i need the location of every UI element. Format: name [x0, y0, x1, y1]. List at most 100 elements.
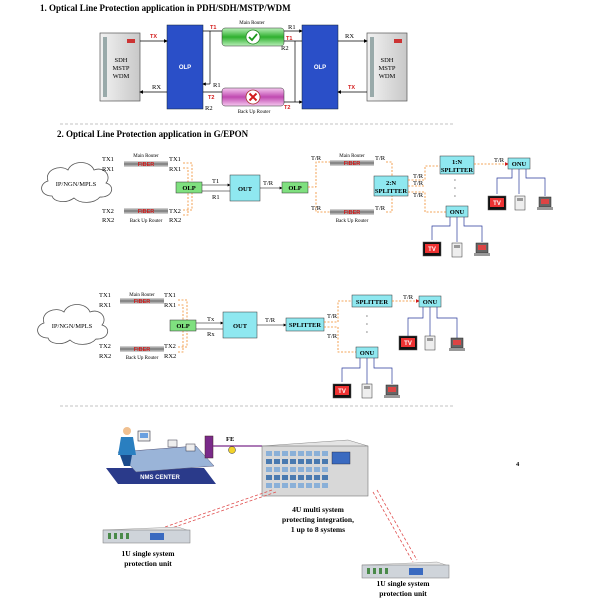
chassis-port — [306, 475, 312, 480]
sdh-line-2: MSTP — [379, 65, 396, 72]
dot: · — [366, 321, 368, 328]
main-router-label: Main Router — [239, 21, 265, 26]
chassis-port — [282, 451, 288, 456]
phone-icon — [361, 383, 373, 399]
rx2-left: RX2 — [102, 217, 114, 224]
splitter-1n-box — [439, 155, 475, 175]
caption-1u-right-line-1: 1U single system — [377, 579, 431, 588]
dot: · — [366, 329, 368, 336]
caption-4u-line-2: protecting integration, — [282, 515, 354, 524]
rx1-left: RX1 — [99, 302, 111, 309]
section1-title: 1. Optical Line Protection application i… — [40, 3, 291, 13]
chassis-port — [306, 467, 312, 472]
out-label: OUT — [238, 186, 253, 193]
rx1-right: RX1 — [169, 166, 181, 173]
chassis-port — [298, 475, 304, 480]
backup-router-label: Back Up Router — [238, 110, 271, 115]
splitter-box-2b — [285, 317, 325, 332]
tr-label: T/R — [413, 180, 424, 187]
cloud-label: IP/NGN/MPLS — [56, 181, 97, 188]
phone-icon — [514, 195, 526, 211]
dot: · — [366, 313, 368, 320]
rx-label-left: RX — [152, 84, 161, 91]
out-box-2b — [222, 311, 258, 339]
chassis-port — [306, 459, 312, 464]
main-router-label-2a: Main Router — [133, 154, 159, 159]
tr-label: T/R — [375, 155, 386, 162]
check-icon — [245, 29, 261, 45]
link-to-1u-right — [372, 491, 414, 563]
olp-label-left: OLP — [179, 65, 191, 71]
chassis-port — [314, 483, 320, 488]
monitor-icon — [185, 443, 196, 452]
caption-4u-line-1: 4U multi system — [292, 505, 344, 514]
caption-1u-left-line-1: 1U single system — [122, 549, 176, 558]
splitter-label: SPLITTER — [289, 322, 321, 329]
chassis-port — [274, 467, 280, 472]
chassis-port — [306, 483, 312, 488]
tx1-right: TX1 — [164, 292, 176, 299]
tv-label: TV — [338, 389, 346, 395]
chassis-port — [266, 459, 272, 464]
dot: · — [454, 185, 456, 192]
cloud-label: IP/NGN/MPLS — [52, 323, 93, 330]
chassis-port — [314, 459, 320, 464]
operator-body-icon — [118, 437, 136, 455]
out-box-2a — [229, 174, 261, 202]
fiber-label: FIBER — [344, 210, 361, 216]
tv-label: TV — [428, 247, 436, 253]
sdh-line-2: MSTP — [113, 65, 130, 72]
olp-box-2a — [175, 181, 203, 194]
tx2-right: TX2 — [169, 208, 181, 215]
chassis-port — [282, 475, 288, 480]
link-to-1u-left — [164, 489, 273, 528]
tr-label: T/R — [327, 333, 338, 340]
tx2-left: TX2 — [99, 343, 111, 350]
fiber-label: FIBER — [134, 299, 151, 305]
splitter-1n-ratio: 1:N — [452, 159, 462, 166]
rx2-left: RX2 — [99, 353, 111, 360]
chassis-port — [266, 483, 272, 488]
chassis-port — [298, 483, 304, 488]
rx1-left: RX1 — [102, 166, 114, 173]
tx1-left: TX1 — [102, 156, 114, 163]
chassis-port — [290, 459, 296, 464]
section2-title: 2. Optical Line Protection application i… — [57, 129, 249, 139]
rx1-right: RX1 — [164, 302, 176, 309]
t2-label-left: T2 — [208, 95, 214, 101]
chassis-port — [314, 451, 320, 456]
onu-label: ONU — [512, 161, 527, 168]
chassis-port — [266, 475, 272, 480]
out-label: OUT — [233, 323, 248, 330]
r2-label-right: R2 — [281, 45, 289, 52]
1u-unit-right — [361, 561, 450, 579]
nms-center-illustration: NMS CENTER — [106, 427, 216, 484]
splitter-1n-label: SPLITTER — [441, 167, 473, 174]
r1-label-left: R1 — [213, 82, 221, 89]
tr-label: T/R — [265, 317, 276, 324]
t2-label-right: T2 — [284, 105, 290, 111]
sdh-line-3: WDM — [379, 73, 396, 80]
splitter-2n-label: SPLITTER — [375, 188, 407, 195]
tr-label: T/R — [263, 180, 274, 187]
main-router-label-2b: Main Router — [129, 293, 155, 298]
operator-head-icon — [123, 427, 131, 435]
chassis-port — [298, 467, 304, 472]
fe-connector-icon — [228, 446, 236, 454]
tv-label: TV — [493, 201, 501, 207]
r2-label-left: R2 — [205, 105, 213, 112]
fe-label: FE — [226, 436, 234, 443]
chassis-port — [274, 475, 280, 480]
server-icon — [204, 435, 214, 459]
caption-1u-right-line-2: protection unit — [379, 589, 427, 598]
tx-label-left: TX — [150, 34, 157, 40]
lcd-display — [331, 451, 351, 465]
r1-label-right: R1 — [288, 24, 296, 31]
fiber-label: FIBER — [344, 161, 361, 167]
chassis-port — [322, 483, 328, 488]
chassis-port — [298, 451, 304, 456]
tx-label-right: TX — [348, 85, 355, 91]
fiber-label: FIBER — [134, 347, 151, 353]
tr-label: T/R — [311, 205, 322, 212]
chassis-port — [266, 451, 272, 456]
